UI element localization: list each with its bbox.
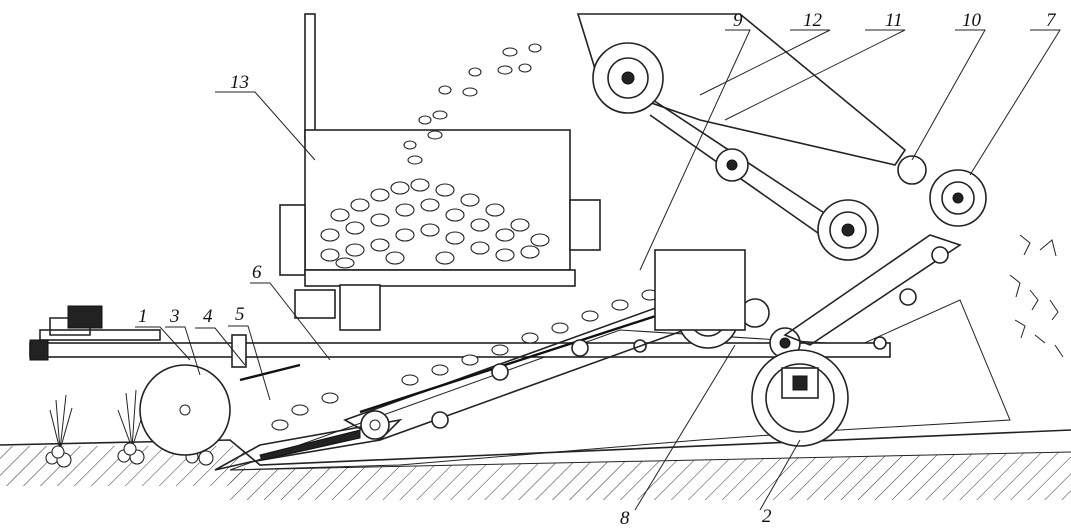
elevator: [576, 13, 907, 331]
label-7: 7: [1046, 10, 1057, 31]
label-6: 6: [252, 262, 262, 283]
falling-tubers: [403, 43, 542, 165]
label-8: 8: [620, 508, 630, 528]
label-1: 1: [138, 306, 148, 327]
discarded-haulm: [1009, 234, 1064, 358]
label-13: 13: [230, 72, 249, 93]
label-4: 4: [203, 306, 213, 327]
depth-wheel: [139, 364, 231, 456]
label-12: 12: [803, 10, 823, 31]
conveyor-tubers: [271, 289, 659, 431]
label-5: 5: [235, 304, 245, 325]
digging-conveyor: [271, 289, 743, 441]
hopper: [279, 13, 601, 331]
hitch: [231, 334, 301, 382]
label-11: 11: [885, 10, 903, 31]
label-10: 10: [962, 10, 982, 31]
leader-lines: [135, 29, 1061, 511]
label-2: 2: [762, 506, 772, 527]
label-9: 9: [733, 10, 743, 31]
digging-share: [214, 418, 403, 471]
label-3: 3: [169, 306, 180, 327]
transport-wheel: [751, 349, 849, 447]
hopper-tubers: [320, 178, 550, 269]
unloading-conveyor: [783, 155, 987, 346]
